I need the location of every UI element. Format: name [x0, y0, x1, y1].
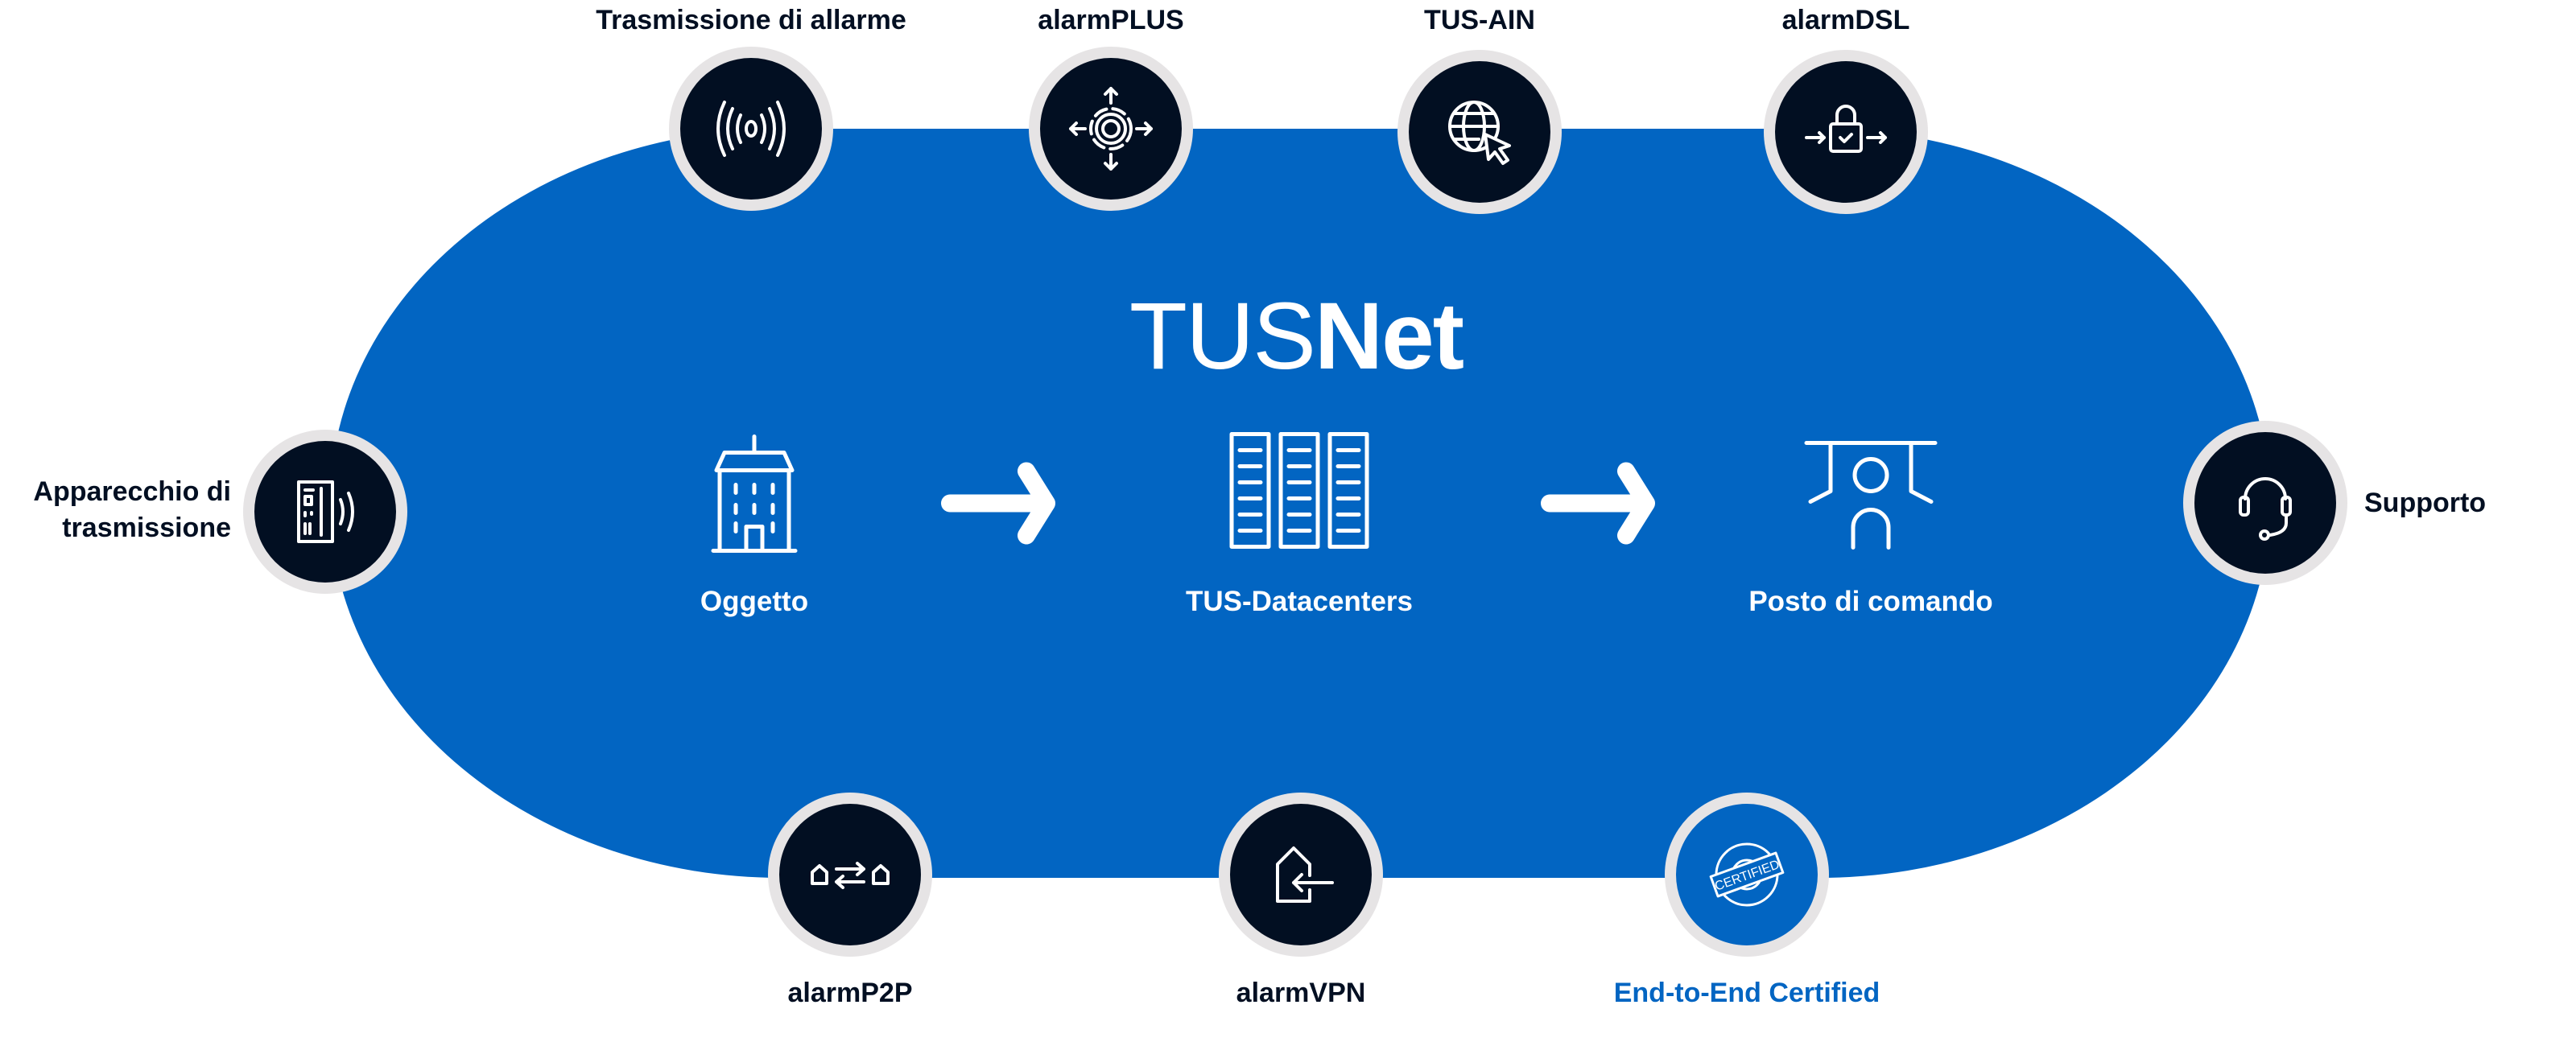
alarmdsl-node[interactable]: [1764, 50, 1928, 214]
certified-stamp-icon: CERTIFIED: [1709, 842, 1785, 907]
label-alarmvpn: alarmVPN: [1236, 978, 1366, 1008]
support-node[interactable]: [2183, 421, 2347, 585]
house-exchange-icon: [811, 862, 890, 889]
label-tus-ain: TUS-AIN: [1424, 5, 1535, 35]
tusnet-network-area: [330, 129, 2270, 878]
lock-arrows-icon: [1805, 105, 1887, 153]
house-enter-icon: [1276, 846, 1334, 903]
headset-icon: [2239, 477, 2292, 541]
label-alarmdsl: alarmDSL: [1781, 5, 1910, 35]
alarmplus-node[interactable]: [1029, 47, 1193, 211]
broadcast-arrows-icon: [1069, 87, 1153, 171]
label-apparecchio-line1: Apparecchio di: [33, 476, 231, 507]
label-certified: End-to-End Certified: [1613, 978, 1880, 1008]
transmission-device-icon: [297, 480, 354, 543]
certified-node[interactable]: CERTIFIED: [1665, 793, 1829, 957]
flow-label-command: Posto di comando: [1748, 586, 1993, 617]
tusnet-title: TUSNet: [1129, 282, 1464, 391]
arrow-right-icon: [938, 459, 1067, 552]
flow-label-oggetto: Oggetto: [700, 586, 809, 617]
globe-cursor-icon: [1448, 101, 1511, 165]
arrow-right-icon: [1538, 459, 1666, 552]
label-trasmissione: Trasmissione di allarme: [596, 5, 906, 35]
label-apparecchio-line2: trasmissione: [62, 513, 231, 543]
alarmp2p-node[interactable]: [768, 793, 932, 957]
label-alarmp2p: alarmP2P: [787, 978, 913, 1008]
label-alarmplus: alarmPLUS: [1038, 5, 1184, 35]
flow-label-datacenters: TUS-Datacenters: [1185, 586, 1414, 617]
tus-ain-node[interactable]: [1397, 50, 1562, 214]
server-racks-icon: [1227, 430, 1372, 555]
alarmvpn-node[interactable]: [1219, 793, 1383, 957]
building-icon: [702, 433, 807, 558]
signal-waves-icon: [716, 101, 786, 157]
label-supporto: Supporto: [2364, 488, 2487, 518]
title-prefix: TUS: [1129, 283, 1316, 389]
alarm-transmission-node[interactable]: [669, 47, 833, 211]
title-suffix: Net: [1314, 283, 1464, 389]
label-apparecchio: Apparecchio di trasmissione: [33, 476, 231, 544]
operator-console-icon: [1798, 439, 1943, 556]
transmission-device-node[interactable]: [243, 430, 407, 594]
